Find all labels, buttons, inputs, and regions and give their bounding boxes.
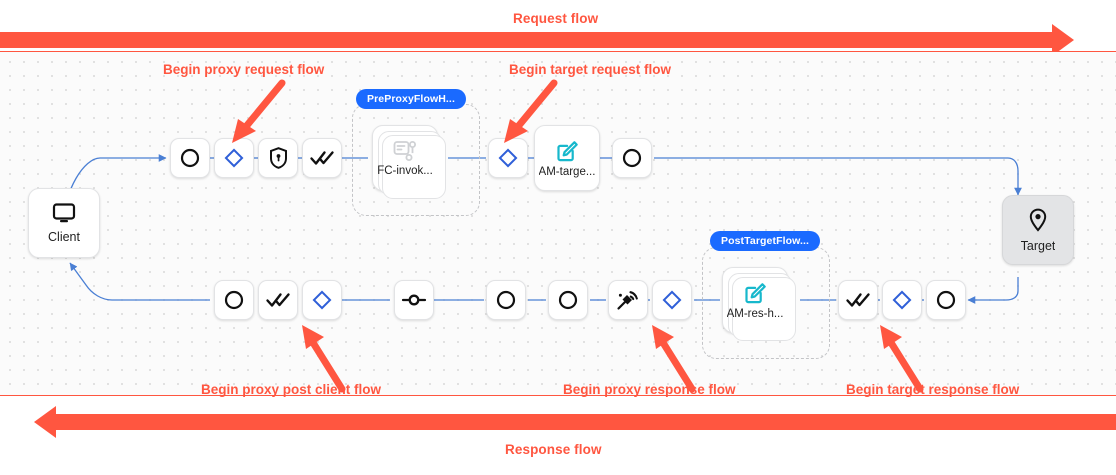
node-req-circle-1[interactable]	[170, 138, 210, 178]
annotation-arrow-begin-proxy-post-client	[302, 325, 346, 393]
shield-lock-icon	[269, 147, 288, 169]
node-res-am-res[interactable]: AM-res-h...	[722, 267, 796, 341]
endpoint-client-label: Client	[48, 229, 80, 244]
endpoint-client[interactable]: Client	[28, 188, 100, 258]
circle-icon	[180, 148, 200, 168]
node-res-circle-1[interactable]	[214, 280, 254, 320]
node-req-diamond-2[interactable]	[488, 138, 528, 178]
node-res-circle-2[interactable]	[486, 280, 526, 320]
annotation-begin-proxy-response: Begin proxy response flow	[563, 382, 736, 397]
diamond-icon	[892, 290, 912, 310]
node-req-shield[interactable]	[258, 138, 298, 178]
node-req-am-target[interactable]: AM-targe...	[534, 125, 600, 191]
node-res-circle-3[interactable]	[548, 280, 588, 320]
node-req-checks-1[interactable]	[302, 138, 342, 178]
node-req-fc-invoke-label: FC-invok...	[377, 164, 433, 177]
endpoint-target-label: Target	[1020, 238, 1056, 253]
node-res-diamond-1[interactable]	[302, 280, 342, 320]
annotation-begin-proxy-post-client: Begin proxy post client flow	[201, 382, 382, 397]
flow-canvas[interactable]: PreProxyFlowH... PostTargetFlow... Clien…	[0, 51, 1116, 396]
annotation-begin-target-request: Begin target request flow	[509, 62, 672, 77]
annotation-begin-target-response: Begin target response flow	[846, 382, 1020, 397]
diamond-icon	[224, 148, 244, 168]
node-req-diamond-1[interactable]	[214, 138, 254, 178]
group-posttargetflow-pill[interactable]: PostTargetFlow...	[710, 231, 821, 251]
node-res-diamond-2[interactable]	[652, 280, 692, 320]
diamond-icon	[312, 290, 332, 310]
node-req-am-target-label: AM-targe...	[538, 165, 596, 178]
circle-icon	[622, 148, 642, 168]
node-res-checks-1[interactable]	[258, 280, 298, 320]
node-res-satellite[interactable]	[608, 280, 648, 320]
response-flow-arrowhead	[34, 406, 56, 438]
double-check-icon	[846, 292, 870, 308]
edit-pencil-icon	[555, 139, 579, 163]
request-flow-label: Request flow	[513, 11, 599, 26]
double-check-icon	[310, 150, 334, 166]
response-flow-band	[56, 414, 1116, 430]
node-connector-icon	[401, 293, 427, 307]
request-flow-arrowhead	[1052, 24, 1074, 56]
request-flow-band	[0, 32, 1060, 48]
circle-icon	[224, 290, 244, 310]
circle-icon	[496, 290, 516, 310]
node-res-am-res-label: AM-res-h...	[726, 307, 784, 320]
response-flow-label: Response flow	[505, 442, 602, 457]
annotation-arrow-begin-proxy-response	[652, 325, 696, 393]
location-pin-icon	[1028, 208, 1048, 232]
annotation-begin-proxy-request: Begin proxy request flow	[163, 62, 325, 77]
circle-icon	[936, 290, 956, 310]
satellite-icon	[616, 289, 640, 311]
node-res-diamond-3[interactable]	[882, 280, 922, 320]
diamond-icon	[662, 290, 682, 310]
annotation-arrow-begin-target-request	[504, 79, 558, 143]
node-req-fc-invoke[interactable]: FC-invok...	[372, 125, 446, 199]
circle-icon	[558, 290, 578, 310]
node-res-connector[interactable]	[394, 280, 434, 320]
diamond-icon	[498, 148, 518, 168]
annotation-arrow-begin-proxy-request	[232, 79, 286, 143]
group-preproxyflow-pill[interactable]: PreProxyFlowH...	[356, 89, 466, 109]
monitor-icon	[52, 202, 76, 223]
flowchart-icon	[393, 140, 417, 162]
node-res-circle-4[interactable]	[926, 280, 966, 320]
endpoint-target[interactable]: Target	[1002, 195, 1074, 265]
node-req-circle-2[interactable]	[612, 138, 652, 178]
edit-pencil-icon	[743, 281, 767, 305]
double-check-icon	[266, 292, 290, 308]
node-res-checks-2[interactable]	[838, 280, 878, 320]
annotation-arrow-begin-target-response	[880, 325, 924, 393]
